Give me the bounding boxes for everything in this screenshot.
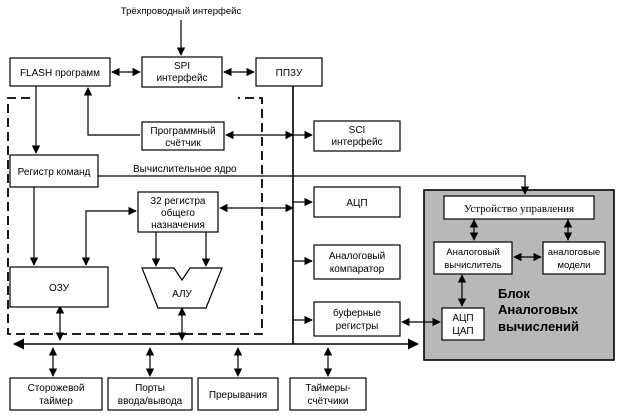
adc-block: АЦП [313,186,401,218]
spi-label-2: интерфейс [156,72,207,84]
regs-label-2: общего [161,207,195,219]
io-ports-block: Порты ввода/вывода [107,377,193,411]
timers-label-2: счётчики [308,396,349,407]
pc-block: Программный счётчик [141,121,225,151]
instr-reg-block: Регистр команд [9,154,99,188]
adc-dac-block: АЦП ЦАП [441,307,485,341]
analog-models-label-1: аналоговые [548,247,600,258]
instr-ctrl-link [98,175,530,195]
buffer-regs-label-2: регистры [336,321,379,332]
ppzu-label: ППЗУ [276,68,303,79]
analog-models-block: аналоговые модели [542,241,606,275]
timers-label-1: Таймеры- [305,383,350,394]
sci-label-2: интерфейс [331,136,382,148]
sci-block: SCI интерфейс [313,120,401,152]
spi-block: SPI интерфейс [141,56,223,88]
ppzu-block: ППЗУ [255,57,323,87]
comparator-block: Аналоговый компаратор [313,244,401,280]
adc-dac-label-2: ЦАП [452,326,473,337]
pc-label-2: счётчик [165,138,201,149]
interrupts-label: Прерывания [209,390,267,401]
ozu-block: ОЗУ [9,266,109,308]
control-unit-block: Устройство управления [443,195,595,220]
ozu-regs-link [81,206,137,266]
timers-block: Таймеры- счётчики [289,377,367,411]
core-boundary [7,97,263,335]
flash-label: FLASH программ [20,68,100,79]
spi-label-1: SPI [174,61,190,72]
regs-label-1: 32 регистра [151,196,206,207]
interrupts-block: Прерывания [197,377,279,411]
adc-label: АЦП [346,198,367,209]
buffer-regs-label-1: буферные [333,307,381,319]
alu-label: АЛУ [172,289,192,300]
pc-label-1: Программный [150,126,215,137]
buffer-regs-block: буферные регистры [313,301,401,337]
analog-computer-block: Аналоговый вычислитель [433,241,513,275]
analog-block-title-3: вычислений [498,319,579,334]
core-label: Вычислительное ядро [133,164,237,175]
control-unit-label: Устройство управления [464,203,574,215]
comparator-label-1: Аналоговый [329,251,385,262]
analog-models-label-2: модели [558,260,591,271]
regs-label-3: назначения [151,220,205,231]
instr-reg-label: Регистр команд [18,167,91,178]
watchdog-label-1: Сторожевой [28,383,85,394]
sci-label-1: SCI [349,125,366,136]
watchdog-label-2: таймер [39,396,73,407]
pc-flash-link [83,87,140,136]
analog-computer-label-1: Аналоговый [446,247,500,258]
alu-block: АЛУ [141,267,223,309]
analog-block-title-2: Аналоговых [498,302,579,317]
analog-computer-label-2: вычислитель [444,260,501,271]
comparator-label-2: компаратор [330,264,385,275]
three-wire-label: Трёхпроводный интерфейс [121,6,242,17]
regs-block: 32 регистра общего назначения [137,191,219,233]
io-ports-label-1: Порты [135,383,165,394]
io-ports-label-2: ввода/вывода [118,396,183,407]
watchdog-block: Сторожевой таймер [9,377,103,411]
analog-block-title-1: Блок [498,286,530,301]
flash-block: FLASH программ [9,57,111,87]
adc-dac-label-1: АЦП [452,313,473,324]
ozu-label: ОЗУ [49,283,70,294]
